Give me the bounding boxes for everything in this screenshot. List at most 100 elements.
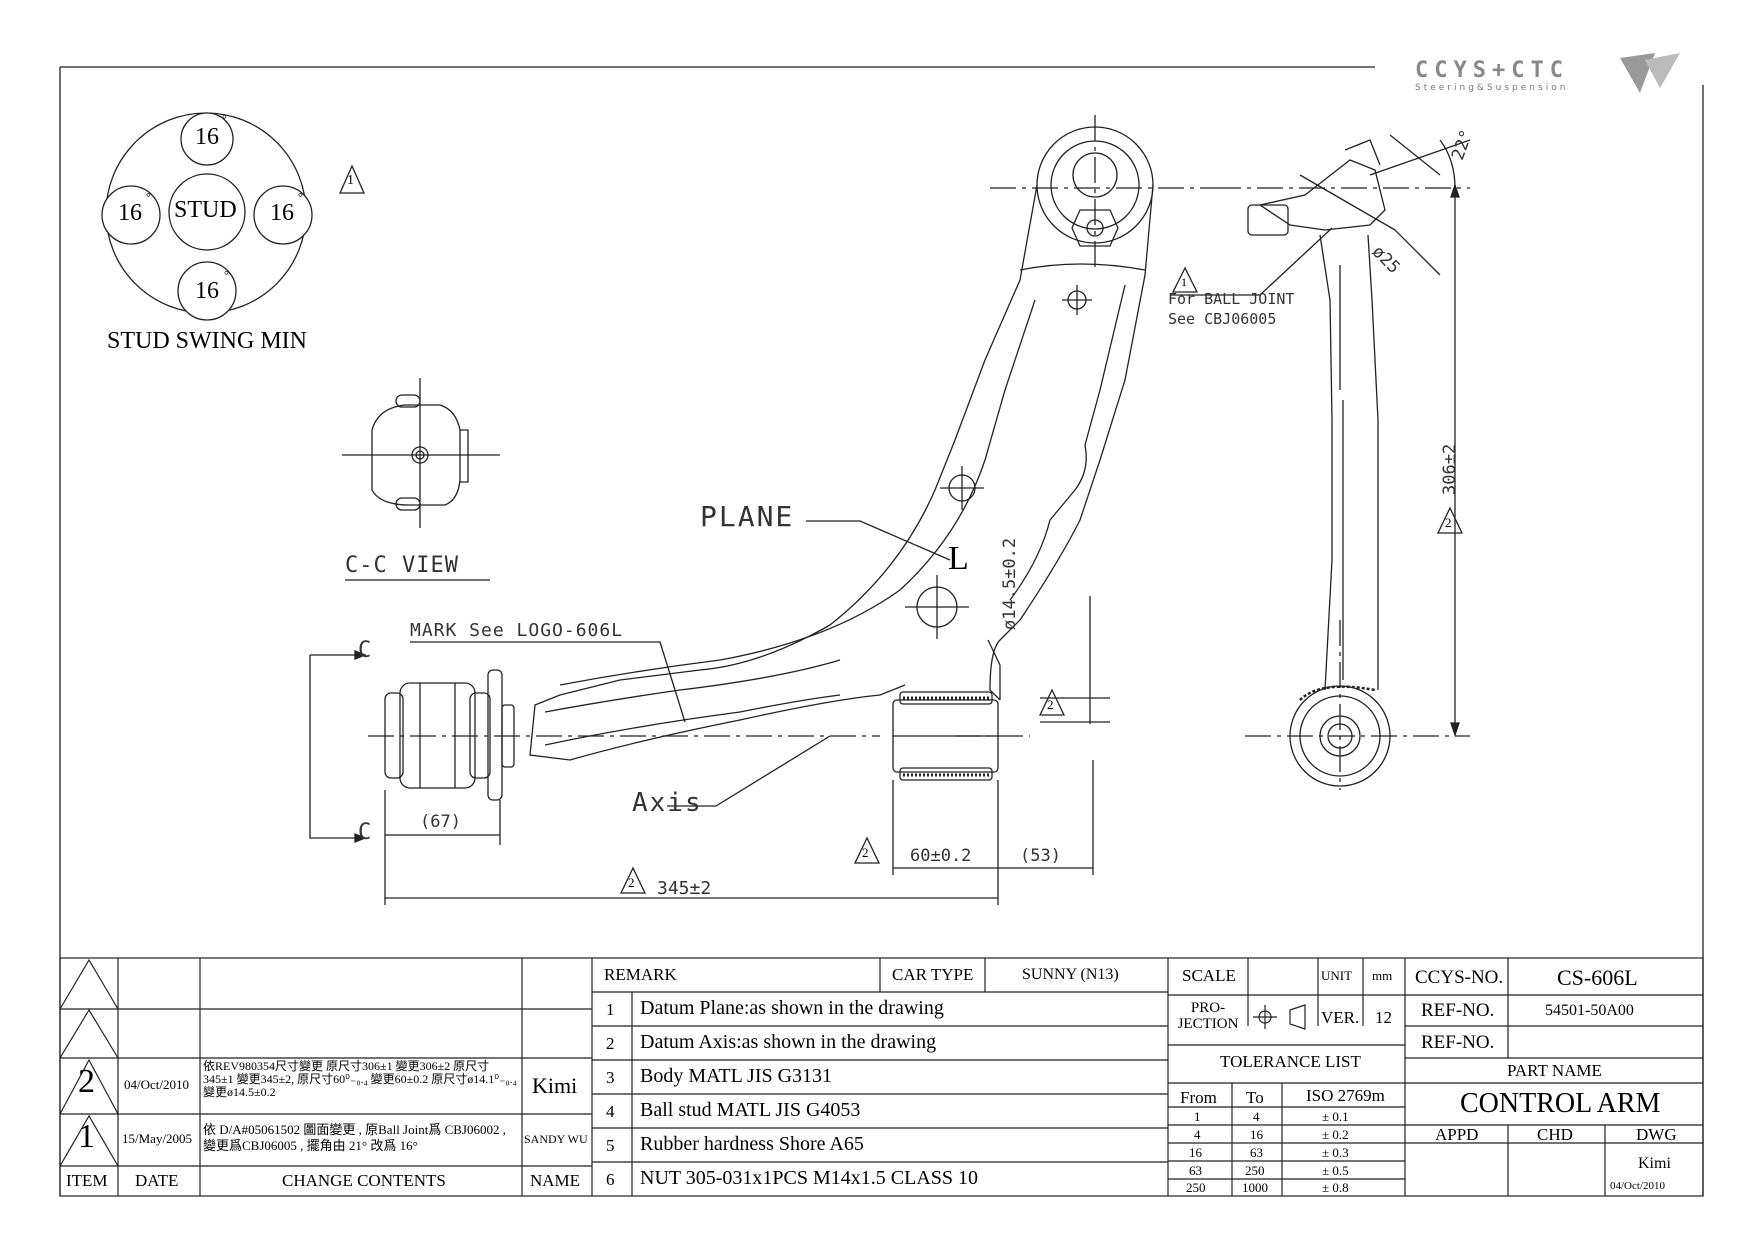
swing-angle-top-degree: ° [222, 112, 227, 126]
tol-5-val: ± 0.8 [1322, 1180, 1349, 1195]
drawn-by: Kimi [1638, 1155, 1671, 1172]
rev-mark-2d: 2 [1445, 515, 1452, 530]
remark-5-no: 5 [606, 1136, 615, 1155]
swing-center-label: STUD [174, 197, 237, 223]
cc-view-diagram [342, 378, 500, 581]
swing-angle-top: 16 [195, 124, 219, 150]
tol-1-from: 1 [1194, 1109, 1201, 1124]
ball-joint-note-2: See CBJ06005 [1168, 310, 1277, 328]
rev1-change: 依 D/A#05061502 圖面變更 , 原Ball Joint爲 CBJ06… [203, 1122, 506, 1153]
dim-306: 306±2 [1440, 443, 1460, 495]
swing-angle-left: 16 [118, 200, 142, 226]
rev-mark-2b: 2 [862, 845, 869, 860]
swing-angle-right: 16 [270, 200, 294, 226]
unit-value: mm [1372, 968, 1393, 983]
tol-4-to: 250 [1245, 1163, 1265, 1178]
ball-joint-note-1: For BALL JOINT [1168, 290, 1295, 308]
ref-no-label: REF-NO. [1421, 1000, 1495, 1021]
tol-1-val: ± 0.1 [1322, 1109, 1349, 1124]
dim-14-5: ø14.5±0.2 [1000, 537, 1020, 630]
remark-5-text: Rubber hardness Shore A65 [640, 1133, 864, 1155]
chd-label: CHD [1537, 1125, 1573, 1144]
tol-4-from: 63 [1189, 1163, 1202, 1178]
tol-2-val: ± 0.2 [1322, 1127, 1349, 1142]
remark-4-no: 4 [606, 1102, 615, 1121]
tol-3-val: ± 0.3 [1322, 1145, 1349, 1160]
revision-triangle-1b [1171, 266, 1199, 293]
rev2-change: 依REV980354尺寸變更 原尺寸306±1 變更306±2 原尺寸345±1… [203, 1059, 517, 1099]
dimension-lines [384, 596, 1110, 905]
stud-swing-diagram [101, 112, 313, 321]
dwg-label: DWG [1636, 1125, 1677, 1144]
rev2-item: 2 [78, 1063, 95, 1100]
rev2-date: 04/Oct/2010 [124, 1077, 189, 1092]
revision-triangle-2d [1436, 506, 1464, 534]
dim-53: (53) [1020, 846, 1061, 866]
unit-label: UNIT [1321, 968, 1353, 983]
header-date: DATE [135, 1171, 179, 1190]
rev1-date: 15/May/2005 [122, 1131, 193, 1146]
tol-2-from: 4 [1194, 1127, 1201, 1142]
dim-345: 345±2 [657, 878, 712, 899]
ccys-no-value: CS-606L [1557, 965, 1638, 990]
revision-triangle-2b [853, 836, 881, 864]
dim-67: (67) [420, 812, 461, 832]
remark-2-no: 2 [606, 1034, 615, 1053]
plane-label: PLANE [700, 500, 795, 533]
tol-3-to: 63 [1250, 1145, 1263, 1160]
section-c-top: C [358, 638, 372, 663]
tol-5-to: 1000 [1242, 1180, 1268, 1195]
axis-label: Axis [632, 788, 703, 818]
tol-3-from: 16 [1189, 1145, 1202, 1160]
scale-label: SCALE [1182, 966, 1236, 985]
swing-angle-left-degree: ° [146, 190, 151, 204]
rev2-name: Kimi [532, 1073, 578, 1098]
header-name: NAME [530, 1171, 581, 1190]
tolerance-title: TOLERANCE LIST [1220, 1052, 1361, 1071]
remark-2-text: Datum Axis:as shown in the drawing [640, 1031, 937, 1053]
remark-1-no: 1 [606, 1000, 615, 1019]
l-mark: L [948, 540, 969, 577]
control-arm-front-view [368, 115, 1215, 807]
dim-60: 60±0.2 [910, 846, 972, 866]
control-arm-side-view [1170, 134, 1471, 790]
swing-angle-bottom: 16 [195, 278, 219, 304]
appd-label: APPD [1435, 1125, 1479, 1144]
logo-tagline: Steering&Suspension [1415, 83, 1569, 93]
projection-label: PRO- JECTION [1177, 1000, 1239, 1032]
revision-triangle-2a [1038, 688, 1066, 716]
car-type-value: SUNNY (N13) [1022, 966, 1119, 983]
remark-3-no: 3 [606, 1068, 615, 1087]
header-change: CHANGE CONTENTS [282, 1171, 446, 1190]
company-logo: CCYS+CTC Steering&Suspension [1415, 58, 1569, 93]
remark-4-text: Ball stud MATL JIS G4053 [640, 1099, 861, 1121]
tol-1-to: 4 [1253, 1109, 1260, 1124]
tol-4-val: ± 0.5 [1322, 1163, 1349, 1178]
tol-5-from: 250 [1186, 1180, 1206, 1195]
header-item: ITEM [66, 1171, 108, 1190]
car-type-label: CAR TYPE [892, 965, 974, 984]
part-name-value: CONTROL ARM [1460, 1088, 1661, 1119]
rev1-item: 1 [78, 1118, 95, 1155]
rev-mark-1b: 1 [1181, 275, 1187, 289]
remark-6-no: 6 [606, 1170, 615, 1189]
tol-header-from: From [1180, 1088, 1217, 1107]
logo-mark-icon [1620, 53, 1680, 93]
revision-marker-1: 1 [347, 173, 354, 188]
tol-2-to: 16 [1250, 1127, 1263, 1142]
stud-swing-title: STUD SWING MIN [107, 328, 307, 354]
ver-label: VER. [1321, 1008, 1360, 1027]
section-c-markers [309, 650, 367, 843]
title-block-grid [59, 957, 1704, 1197]
tol-header-iso: ISO 2769m [1306, 1086, 1385, 1105]
rev-mark-2c: 2 [628, 875, 635, 890]
swing-angle-bottom-degree: ° [224, 268, 229, 282]
cc-view-label: C-C VIEW [345, 553, 459, 578]
part-name-label: PART NAME [1507, 1061, 1602, 1080]
revision-triangle-2c [619, 866, 647, 894]
tol-header-to: To [1246, 1088, 1264, 1107]
ref-no-value: 54501-50A00 [1545, 1002, 1634, 1019]
section-c-bottom: C [358, 820, 372, 845]
rev-mark-2a: 2 [1047, 697, 1054, 712]
